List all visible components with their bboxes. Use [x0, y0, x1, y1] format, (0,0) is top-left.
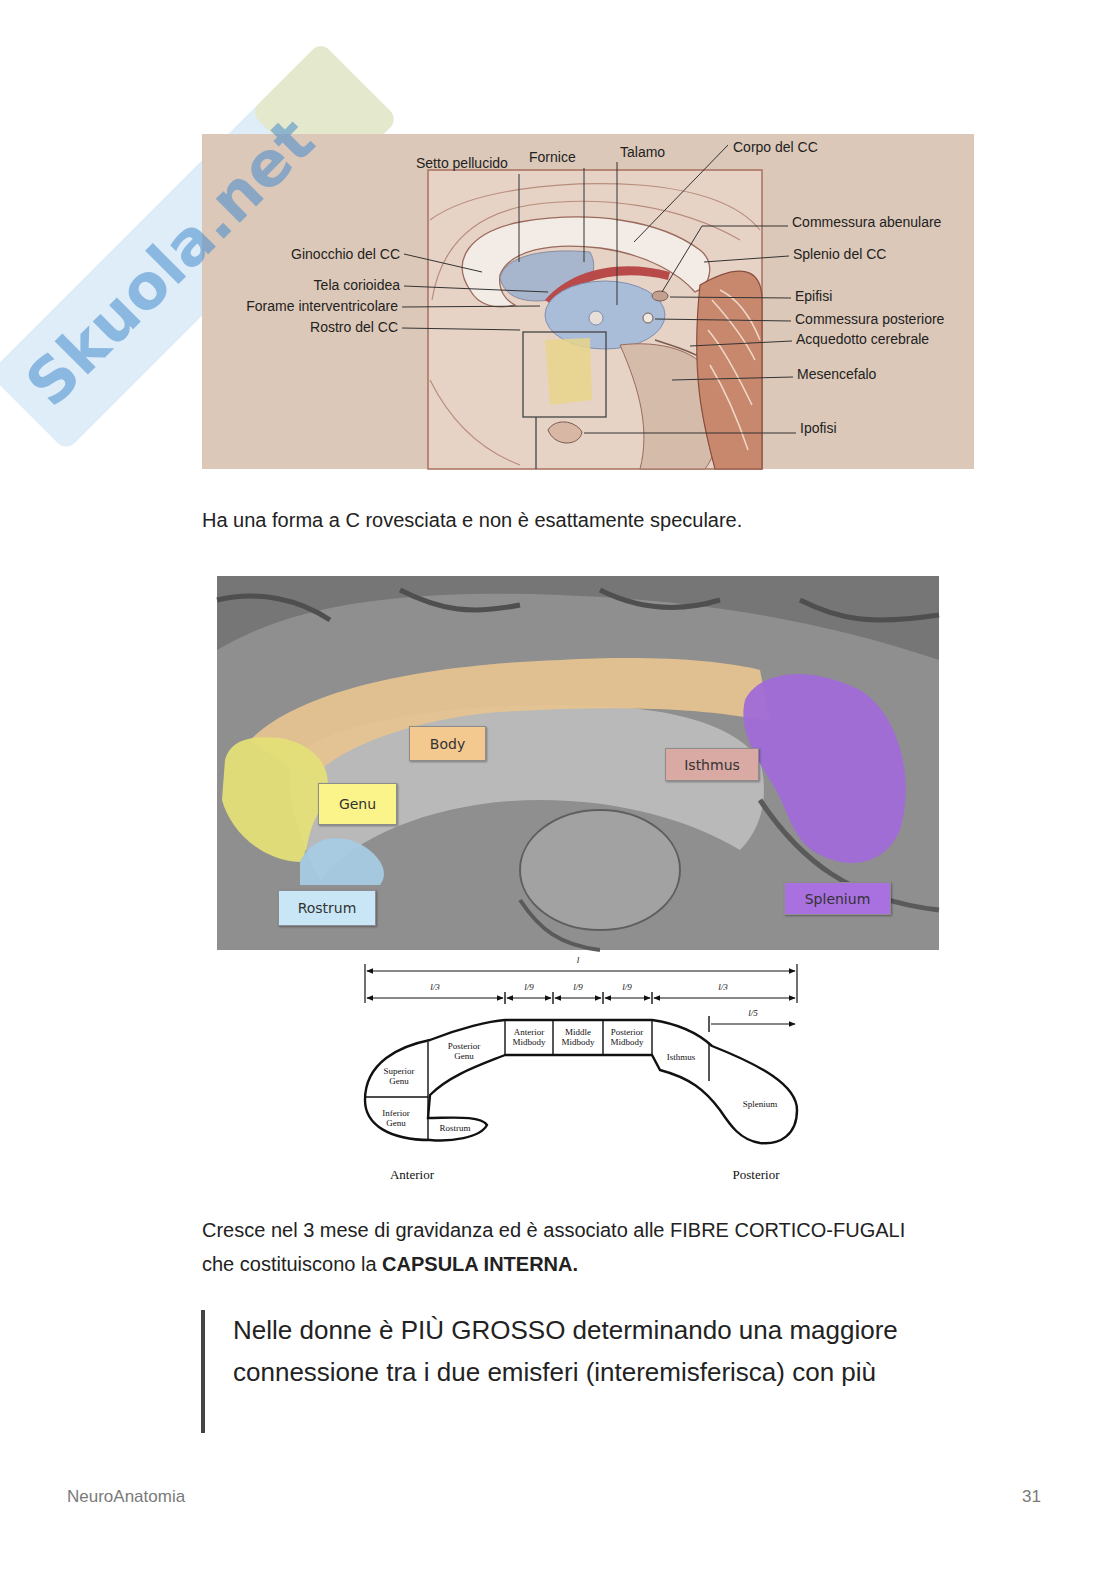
part-label: Ipofisi: [800, 420, 837, 436]
part-label: Talamo: [620, 144, 665, 160]
part-label: Setto pellucido: [416, 155, 508, 171]
segment-label: Posterior Midbody: [605, 1027, 649, 1047]
segment-label: Inferior Genu: [375, 1108, 417, 1128]
bold-term: CAPSULA INTERNA.: [382, 1253, 578, 1275]
body-paragraph: Cresce nel 3 mese di gravidanza ed è ass…: [202, 1213, 927, 1281]
sagittal-brain-illustration: [202, 134, 974, 469]
part-label: Acquedotto cerebrale: [796, 331, 929, 347]
segment-label: Anterior Midbody: [507, 1027, 551, 1047]
dimension-label: l/9: [572, 982, 584, 992]
corpus-callosum-schematic: [365, 964, 797, 1143]
region-name: Splenium: [805, 891, 871, 907]
region-name: Isthmus: [684, 757, 740, 773]
part-label: Splenio del CC: [793, 246, 886, 262]
part-label: Epifisi: [795, 288, 832, 304]
region-label-box: Body: [409, 726, 486, 761]
region-name: Genu: [339, 796, 376, 812]
segment-label: Rostrum: [430, 1123, 480, 1133]
quote-text: Nelle donne è PIÙ GROSSO determinando un…: [233, 1309, 973, 1393]
page-number: 31: [1022, 1487, 1041, 1507]
direction-label: Posterior: [733, 1167, 780, 1183]
quote-bar: [201, 1310, 205, 1433]
part-label: Commessura abenulare: [792, 214, 941, 230]
dimension-label: l/3: [429, 982, 441, 992]
part-label: Forame interventricolare: [246, 298, 398, 314]
segment-label: Isthmus: [656, 1052, 706, 1062]
part-label: Corpo del CC: [733, 139, 818, 155]
dimension-label: l/9: [621, 982, 633, 992]
direction-label: Anterior: [390, 1167, 434, 1183]
part-label: Ginocchio del CC: [291, 246, 400, 262]
dimension-label: l/9: [523, 982, 535, 992]
mri-sagittal-image: [217, 576, 939, 950]
segment-label: Posterior Genu: [444, 1041, 484, 1061]
part-label: Tela corioidea: [314, 277, 400, 293]
part-label: Commessura posteriore: [795, 311, 944, 327]
dimension-label: l/5: [747, 1008, 759, 1018]
region-label-box: Isthmus: [665, 748, 759, 781]
footer-title: NeuroAnatomia: [67, 1487, 185, 1507]
dimension-label: l: [576, 955, 581, 965]
body-text: Ha una forma a C rovesciata e non è esat…: [202, 503, 962, 537]
region-label-box: Splenium: [784, 882, 891, 915]
part-label: Mesencefalo: [797, 366, 876, 382]
segment-label: Splenium: [730, 1099, 790, 1109]
region-name: Rostrum: [298, 900, 357, 916]
region-label-box: Genu: [318, 783, 397, 825]
region-label-box: Rostrum: [278, 890, 376, 926]
dimension-label: l/3: [717, 982, 729, 992]
segment-label: Middle Midbody: [556, 1027, 600, 1047]
part-label: Fornice: [529, 149, 576, 165]
part-label: Rostro del CC: [310, 319, 398, 335]
region-name: Body: [430, 736, 465, 752]
segment-label: Superior Genu: [379, 1066, 419, 1086]
